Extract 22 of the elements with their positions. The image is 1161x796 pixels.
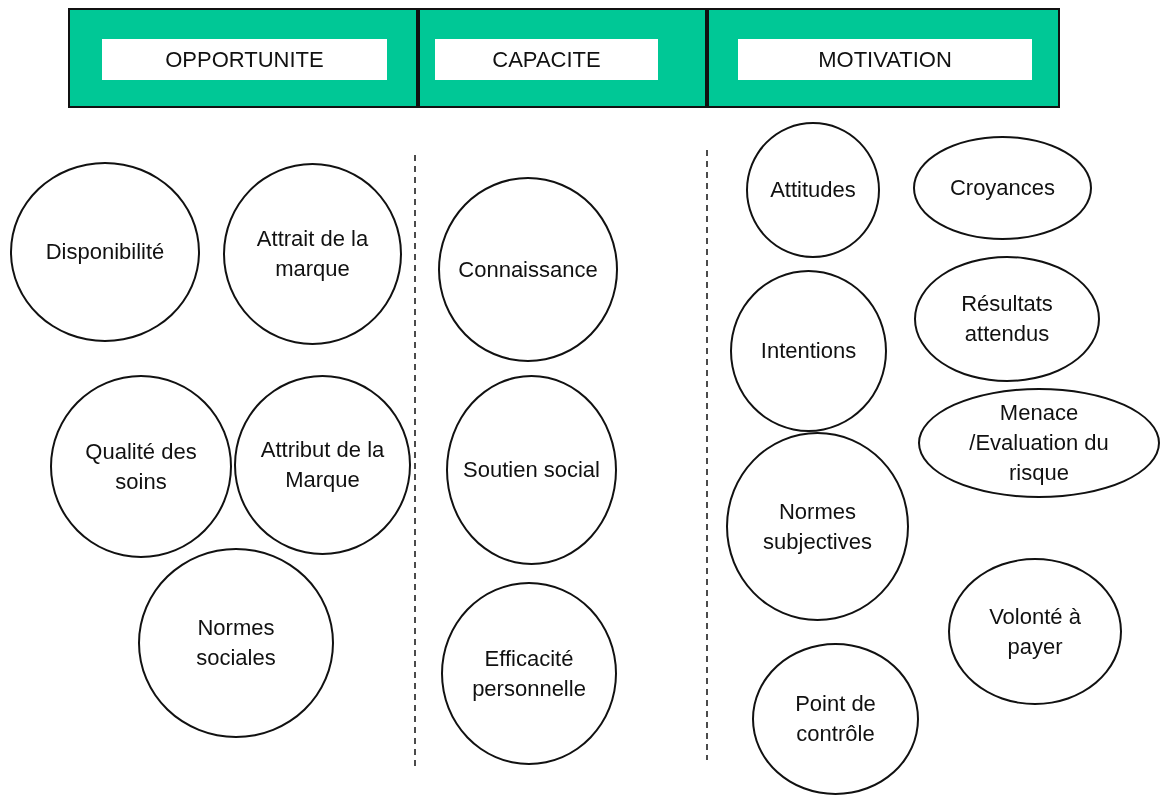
factor-circle: Qualité des soins	[50, 375, 232, 558]
factor-circle: Croyances	[913, 136, 1092, 240]
factor-circle: Efficacité personnelle	[441, 582, 617, 765]
factor-circle: Volonté à payer	[948, 558, 1122, 705]
factor-circle: Attribut de la Marque	[234, 375, 411, 555]
header-cell	[68, 8, 418, 108]
category-label: OPPORTUNITE	[102, 39, 387, 80]
factor-circle: Connaissance	[438, 177, 618, 362]
header-cell	[707, 8, 1060, 108]
factor-circle: Résultats attendus	[914, 256, 1100, 382]
factor-circle: Soutien social	[446, 375, 617, 565]
factor-circle: Intentions	[730, 270, 887, 432]
factor-circle: Attrait de la marque	[223, 163, 402, 345]
header-cell	[418, 8, 707, 108]
factor-circle: Point de contrôle	[752, 643, 919, 795]
factor-circle: Attitudes	[746, 122, 880, 258]
factor-circle: Normes sociales	[138, 548, 334, 738]
factor-circle: Normes subjectives	[726, 432, 909, 621]
factor-circle: Menace /Evaluation du risque	[918, 388, 1160, 498]
factor-circle: Disponibilité	[10, 162, 200, 342]
category-label: MOTIVATION	[738, 39, 1032, 80]
category-label: CAPACITE	[435, 39, 658, 80]
